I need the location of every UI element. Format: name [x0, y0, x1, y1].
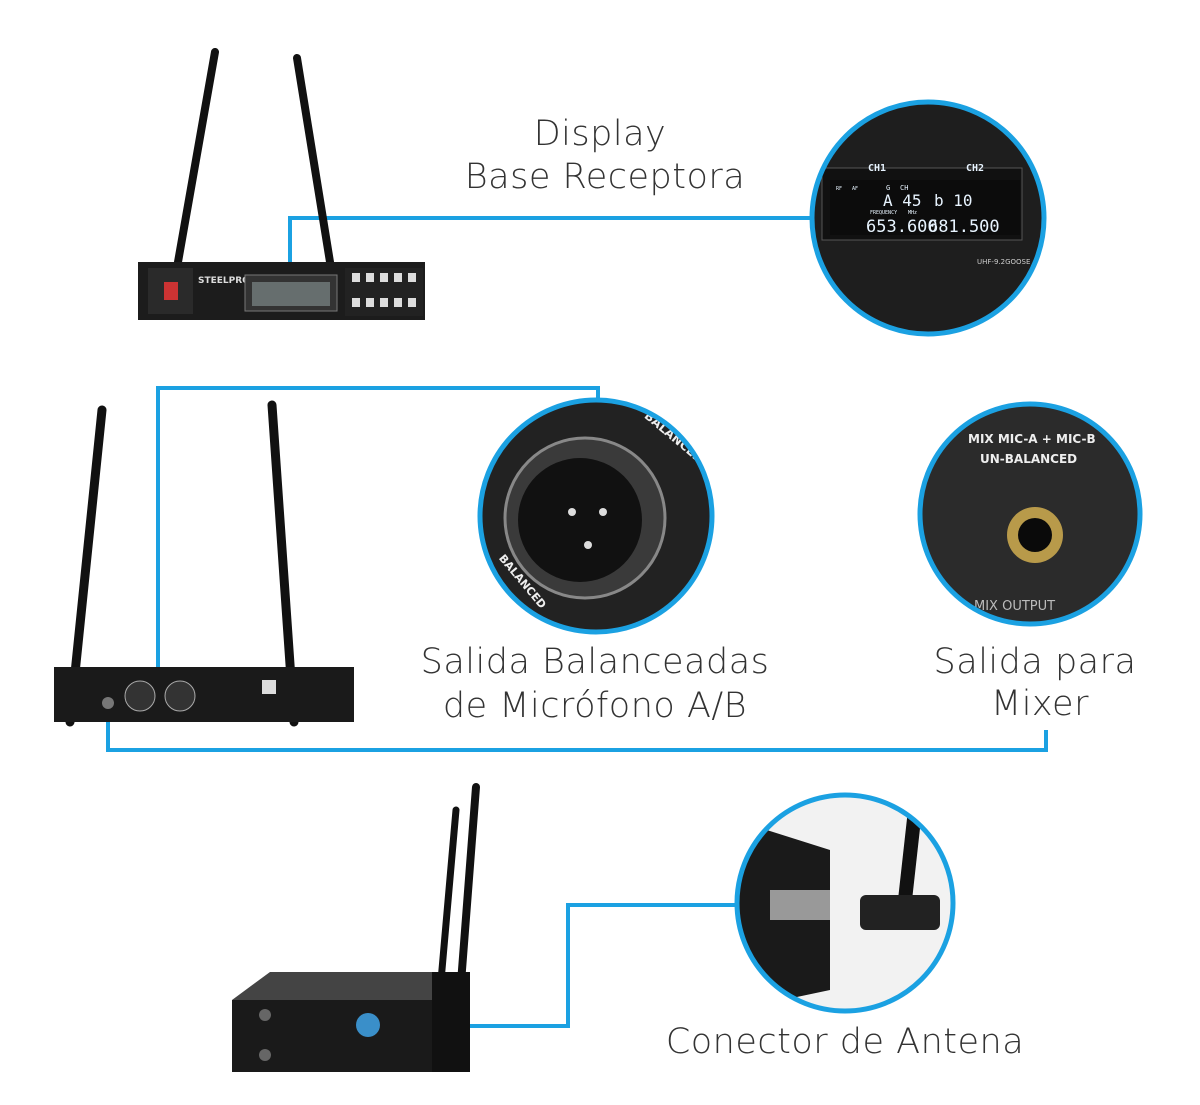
mixer-closeup: MIX MIC-A + MIC-B UN-BALANCED MIX OUTPUT: [917, 401, 1143, 627]
display-callout-title: Display: [533, 114, 667, 154]
brand-logo: STEELPRO: [198, 276, 250, 286]
antenna-callout-title: Conector de Antena: [665, 1022, 1025, 1062]
mixer-connector-line: [106, 705, 1048, 752]
ch2-frequency: 681.500: [928, 217, 1000, 237]
model-label: UHF-9.2GOOSE: [977, 258, 1030, 266]
af-label: AF: [852, 186, 858, 192]
mixer-callout-subtitle: Mixer: [991, 684, 1089, 724]
ch1-label: CH1: [868, 163, 886, 174]
balanced-callout-title: Salida Balanceadas: [420, 642, 770, 682]
mix-output-label: MIX OUTPUT: [974, 599, 1055, 614]
unbalanced-label: UN-BALANCED: [980, 452, 1077, 466]
ch1-group-value: A 45: [883, 191, 922, 210]
rf-label: RF: [836, 186, 842, 192]
display-closeup: CH1 CH2 RF AF G CH A 45 b 10 FREQUENCY M…: [809, 99, 1047, 337]
ch2-group-value: b 10: [934, 191, 973, 210]
mix-label: MIX MIC-A + MIC-B: [968, 432, 1096, 446]
g-label: G: [886, 184, 890, 192]
balanced-closeup: BALANCED BALANCED: [477, 397, 715, 635]
receiver-back-image: [54, 400, 354, 727]
receiver-side-image: [232, 783, 480, 1072]
receiver-front-image: STEELPRO: [138, 48, 425, 320]
connector-lines: [106, 216, 1048, 1028]
ch-label: CH: [900, 184, 908, 192]
frequency-label: FREQUENCY: [870, 210, 897, 216]
ch2-label: CH2: [966, 163, 984, 174]
balanced-callout-subtitle: de Micrófono A/B: [442, 686, 748, 726]
ch1-frequency: 653.600: [866, 217, 938, 237]
antenna-connector-line: [459, 903, 737, 1028]
mhz-label: MHz: [908, 210, 917, 216]
display-callout-subtitle: Base Receptora: [464, 157, 746, 197]
antenna-closeup: [734, 792, 956, 1014]
display-connector-line: [288, 216, 812, 272]
mixer-callout-title: Salida para: [933, 642, 1137, 682]
balanced-connector-line: [156, 386, 600, 700]
